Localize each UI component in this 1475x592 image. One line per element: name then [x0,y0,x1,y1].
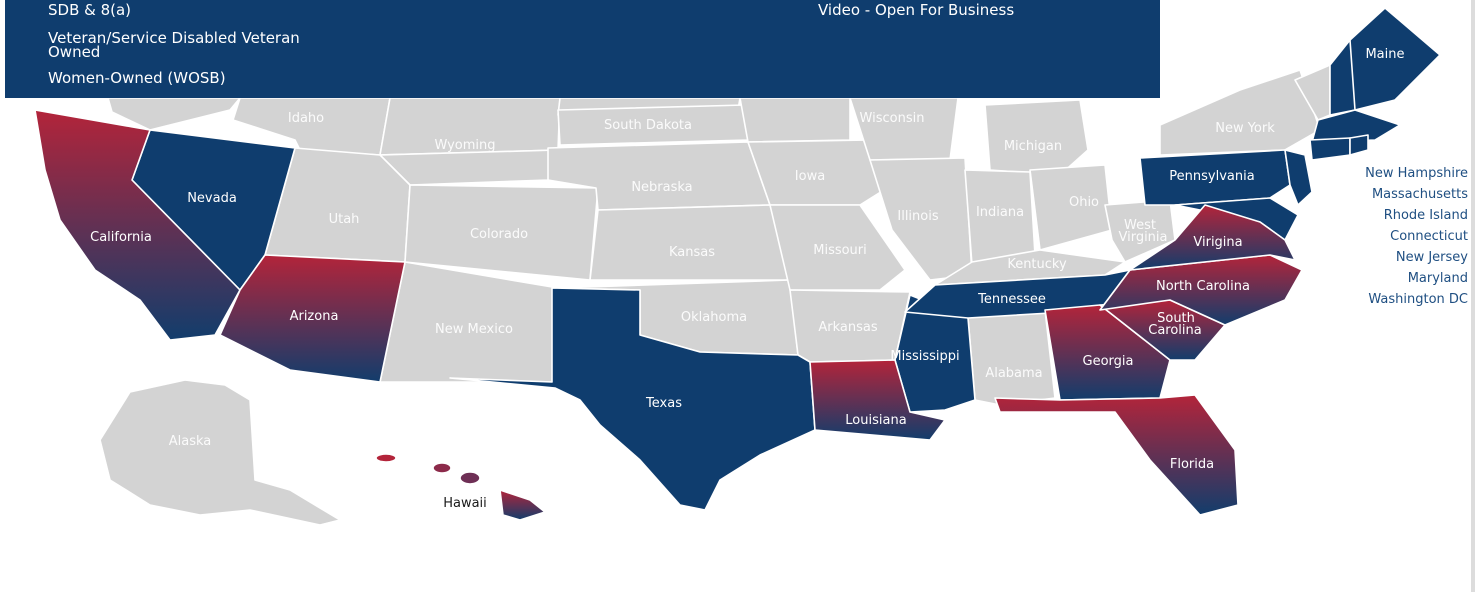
state-michigan[interactable] [984,99,1089,176]
state-georgia[interactable] [1044,304,1171,401]
state-new-jersey[interactable] [1284,149,1313,206]
menu-veteran-owned-line2[interactable]: Owned [48,43,101,61]
link-rhode-island[interactable]: Rhode Island [1383,208,1468,223]
page-edge [1471,0,1475,592]
state-texas[interactable] [449,287,816,511]
state-arkansas[interactable] [789,289,911,363]
menu-video-open-for-business[interactable]: Video - Open For Business [818,1,1015,19]
state-massachusetts[interactable] [1311,109,1401,143]
state-hawaii[interactable] [375,453,546,521]
state-kansas[interactable] [589,204,791,281]
state-missouri[interactable] [769,204,906,291]
link-connecticut[interactable]: Connecticut [1390,229,1468,244]
menu-veteran-owned-line1[interactable]: Veteran/Service Disabled Veteran [48,29,300,47]
state-alaska[interactable] [99,379,341,526]
state-pennsylvania[interactable] [1139,149,1291,206]
menu-women-owned[interactable]: Women-Owned (WOSB) [48,69,226,87]
link-maryland[interactable]: Maryland [1407,271,1468,286]
state-connecticut[interactable] [1309,137,1351,161]
state-new-mexico[interactable] [379,261,559,383]
state-washington[interactable] [107,97,241,131]
state-colorado[interactable] [404,184,599,281]
state-virginia[interactable] [1129,204,1296,271]
menu-sdb-8a[interactable]: SDB & 8(a) [48,1,132,19]
state-california[interactable] [34,109,241,341]
state-indiana[interactable] [964,169,1036,266]
state-wyoming[interactable] [379,149,559,186]
state-alabama[interactable] [967,309,1056,406]
state-new-hampshire[interactable] [1329,39,1356,116]
state-florida[interactable] [994,394,1239,516]
state-louisiana[interactable] [809,359,946,441]
state-iowa[interactable] [747,139,893,206]
state-wisconsin[interactable] [849,97,959,161]
state-ohio[interactable] [1029,164,1113,251]
state-montana[interactable] [379,97,561,156]
link-new-jersey[interactable]: New Jersey [1395,250,1468,265]
state-south-dakota[interactable] [557,104,749,146]
state-minnesota[interactable] [739,97,851,143]
top-menu-panel: SDB & 8(a) Veteran/Service Disabled Vete… [5,0,1160,98]
link-massachusetts[interactable]: Massachusetts [1371,187,1468,202]
link-washington-dc[interactable]: Washington DC [1368,292,1468,307]
state-rhode-island[interactable] [1349,134,1369,156]
link-new-hampshire[interactable]: New Hampshire [1365,166,1468,181]
state-arizona[interactable] [219,254,406,383]
label-hawaii: Hawaii [443,496,487,511]
